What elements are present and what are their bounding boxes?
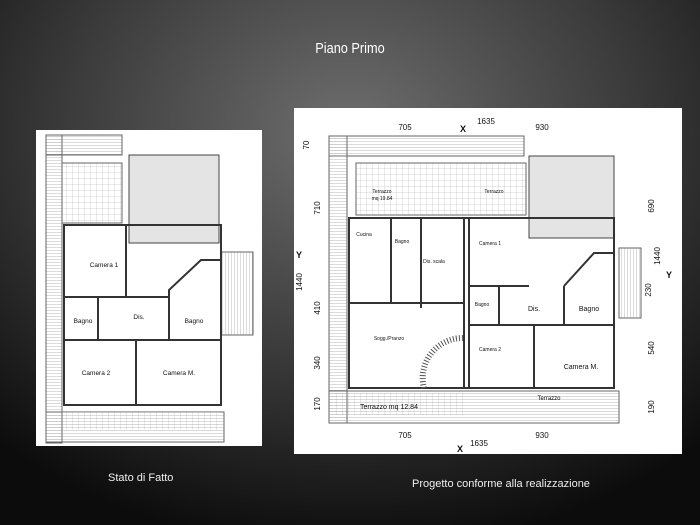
dim-bottom-left: 705 [398, 431, 412, 440]
dim-right-total: 1440 [653, 247, 662, 265]
caption-project: Progetto conforme alla realizzazione [412, 478, 590, 490]
room-cucina: Cucina [356, 232, 372, 238]
room-terrazzo-south-left: Terrazzo mq 12.84 [360, 404, 418, 411]
room-bagno-mid: Bagno [475, 302, 490, 308]
room-camera-1: Camera 1 [90, 262, 119, 269]
dim-left-3: 410 [313, 301, 322, 315]
dim-right-3: 540 [647, 341, 656, 355]
dim-bottom-total: 1635 [470, 439, 488, 448]
room-sogg-pranzo: Sogg./Pranzo [374, 336, 405, 342]
room-camera-m: Camera M. [163, 370, 195, 377]
room-terrazzo-north-right: Terrazzo [484, 189, 503, 195]
room-dis: Dis. [528, 306, 540, 313]
room-camera-2: Camera 2 [479, 347, 501, 353]
dim-left-4: 340 [313, 356, 322, 370]
slide-title: Piano Primo [315, 40, 385, 57]
room-camera-1: Camera 1 [479, 241, 501, 247]
floor-plan-existing: Camera 1 Bagno Dis. Bagno Camera 2 Camer… [36, 130, 262, 446]
floor-plan-project: 705 930 1635 705 930 1635 70 710 1440 41… [294, 108, 682, 454]
room-dis: Dis. [133, 314, 144, 321]
section-y-left: Y [296, 250, 302, 260]
dim-top-left: 705 [398, 123, 412, 132]
room-bagno-small: Bagno [395, 239, 410, 245]
room-bagno-left: Bagno [74, 318, 93, 325]
dim-right-4: 190 [647, 400, 656, 414]
dim-left-2: 710 [313, 201, 322, 215]
room-terrazzo-north-left: Terrazzo [372, 189, 391, 195]
room-bagno-right: Bagno [579, 306, 599, 313]
dim-top-total: 1635 [477, 117, 495, 126]
dim-bottom-right: 930 [535, 431, 549, 440]
section-x-top: X [460, 124, 466, 134]
section-y-right: Y [666, 270, 672, 280]
dim-left-total: 1440 [295, 273, 304, 291]
caption-existing: Stato di Fatto [108, 472, 174, 484]
room-dis-scala: Dis. scala [423, 259, 445, 265]
dim-top-right: 930 [535, 123, 549, 132]
dim-right-2: 230 [644, 283, 653, 297]
room-camera-2: Camera 2 [82, 370, 111, 377]
room-terrazzo-south-right: Terrazzo [537, 396, 561, 402]
dim-right-1: 690 [647, 199, 656, 213]
terrazzo-north-left-area: mq 19.84 [372, 196, 393, 202]
room-bagno-right: Bagno [185, 318, 204, 325]
room-camera-m: Camera M. [564, 364, 599, 371]
dim-left-5: 170 [313, 397, 322, 411]
section-x-bottom: X [457, 444, 463, 454]
dim-left-1: 70 [302, 140, 311, 149]
